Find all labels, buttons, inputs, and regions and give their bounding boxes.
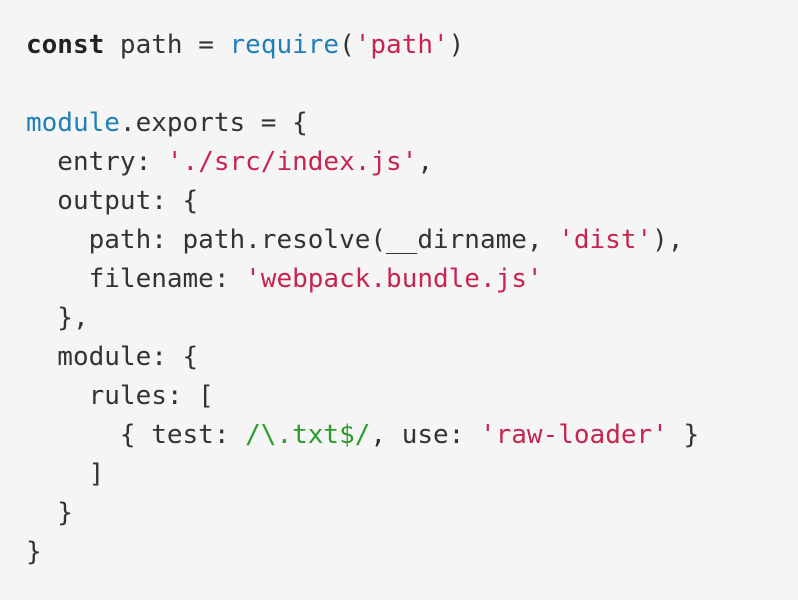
code-token: require xyxy=(229,30,340,60)
code-token: , xyxy=(417,147,433,177)
code-line: rules: [ xyxy=(26,377,772,416)
code-token: { test: xyxy=(26,420,246,450)
code-token: path = xyxy=(104,30,230,60)
code-token: module: { xyxy=(26,342,199,372)
code-token: const xyxy=(26,30,105,60)
code-token: ) xyxy=(448,30,465,60)
code-line: entry: './src/index.js', xyxy=(26,143,772,182)
code-line: } xyxy=(26,533,772,572)
code-token: filename: xyxy=(26,264,246,294)
code-token: } xyxy=(26,537,42,567)
code-token: ] xyxy=(26,459,105,489)
code-line xyxy=(26,65,772,104)
code-line: path: path.resolve(__dirname, 'dist'), xyxy=(26,221,772,260)
code-token: 'path' xyxy=(354,30,449,60)
code-token: /\.txt$/ xyxy=(245,420,371,450)
code-token: } xyxy=(667,420,700,450)
code-line: { test: /\.txt$/, use: 'raw-loader' } xyxy=(26,416,772,455)
code-line: } xyxy=(26,494,772,533)
code-token: output: { xyxy=(26,186,199,216)
code-token: rules: [ xyxy=(26,381,214,411)
code-line: output: { xyxy=(26,182,772,221)
code-line: }, xyxy=(26,299,772,338)
code-token: './src/index.js' xyxy=(166,147,418,177)
code-token: }, xyxy=(26,303,89,333)
code-token: path: path.resolve(__dirname, xyxy=(26,225,559,255)
code-token: } xyxy=(26,498,73,528)
code-token: module xyxy=(26,108,120,138)
code-token: , use: xyxy=(370,420,480,450)
code-token: 'dist' xyxy=(558,225,653,255)
code-token: 'raw-loader' xyxy=(479,420,668,450)
code-line: const path = require('path') xyxy=(26,26,772,65)
code-token: 'webpack.bundle.js' xyxy=(245,264,543,294)
code-line: module.exports = { xyxy=(26,104,772,143)
code-token: ), xyxy=(652,225,684,255)
code-line: ] xyxy=(26,455,772,494)
code-token: ( xyxy=(339,30,355,60)
code-line: module: { xyxy=(26,338,772,377)
code-line: filename: 'webpack.bundle.js' xyxy=(26,260,772,299)
code-token: .exports = { xyxy=(119,108,308,138)
code-token: entry: xyxy=(26,147,167,177)
